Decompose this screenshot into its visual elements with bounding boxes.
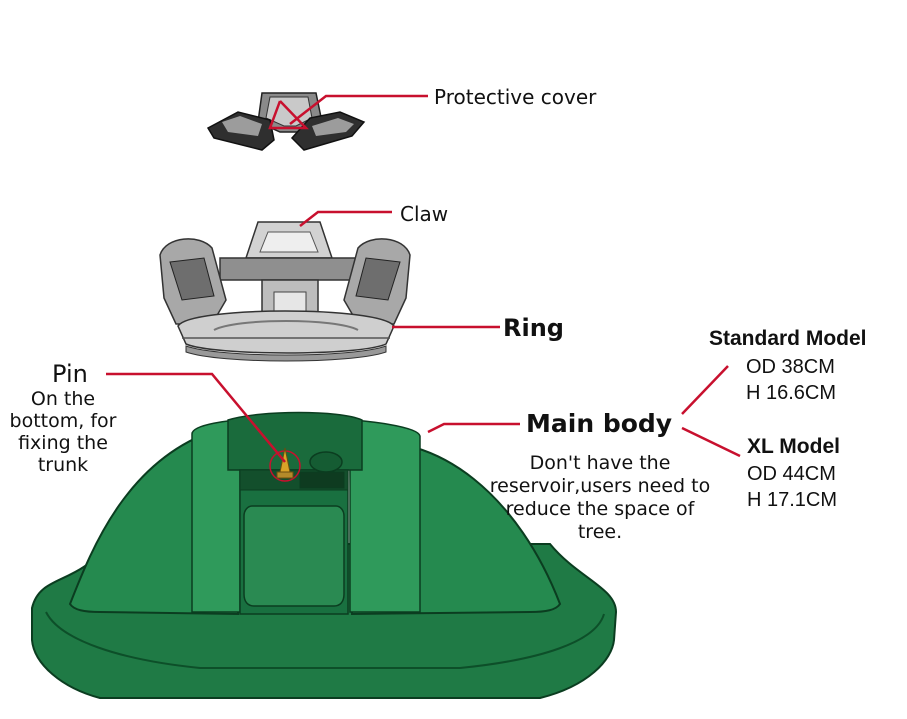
standard-model-title: Standard Model (709, 327, 867, 350)
protective-cover-label: Protective cover (434, 85, 597, 109)
main-body-label: Main body (526, 409, 673, 438)
standard-model-od: OD 38CM (746, 356, 835, 378)
ring-label: Ring (503, 314, 564, 342)
claw-ring-part (159, 221, 411, 362)
main-body-note: Don't have the reservoir,users need to r… (489, 452, 711, 543)
pin-note: On the bottom, for fixing the trunk (9, 388, 117, 476)
xl-model-od: OD 44CM (747, 463, 836, 485)
standard-model-height: H 16.6CM (746, 382, 837, 404)
pin-label: Pin (52, 360, 88, 388)
xl-model-title: XL Model (747, 435, 840, 458)
protective-cover-part (206, 92, 366, 151)
main-body-part (31, 411, 618, 699)
xl-model-height: H 17.1CM (747, 489, 838, 511)
claw-label: Claw (400, 202, 449, 226)
leader-lines (106, 94, 741, 463)
